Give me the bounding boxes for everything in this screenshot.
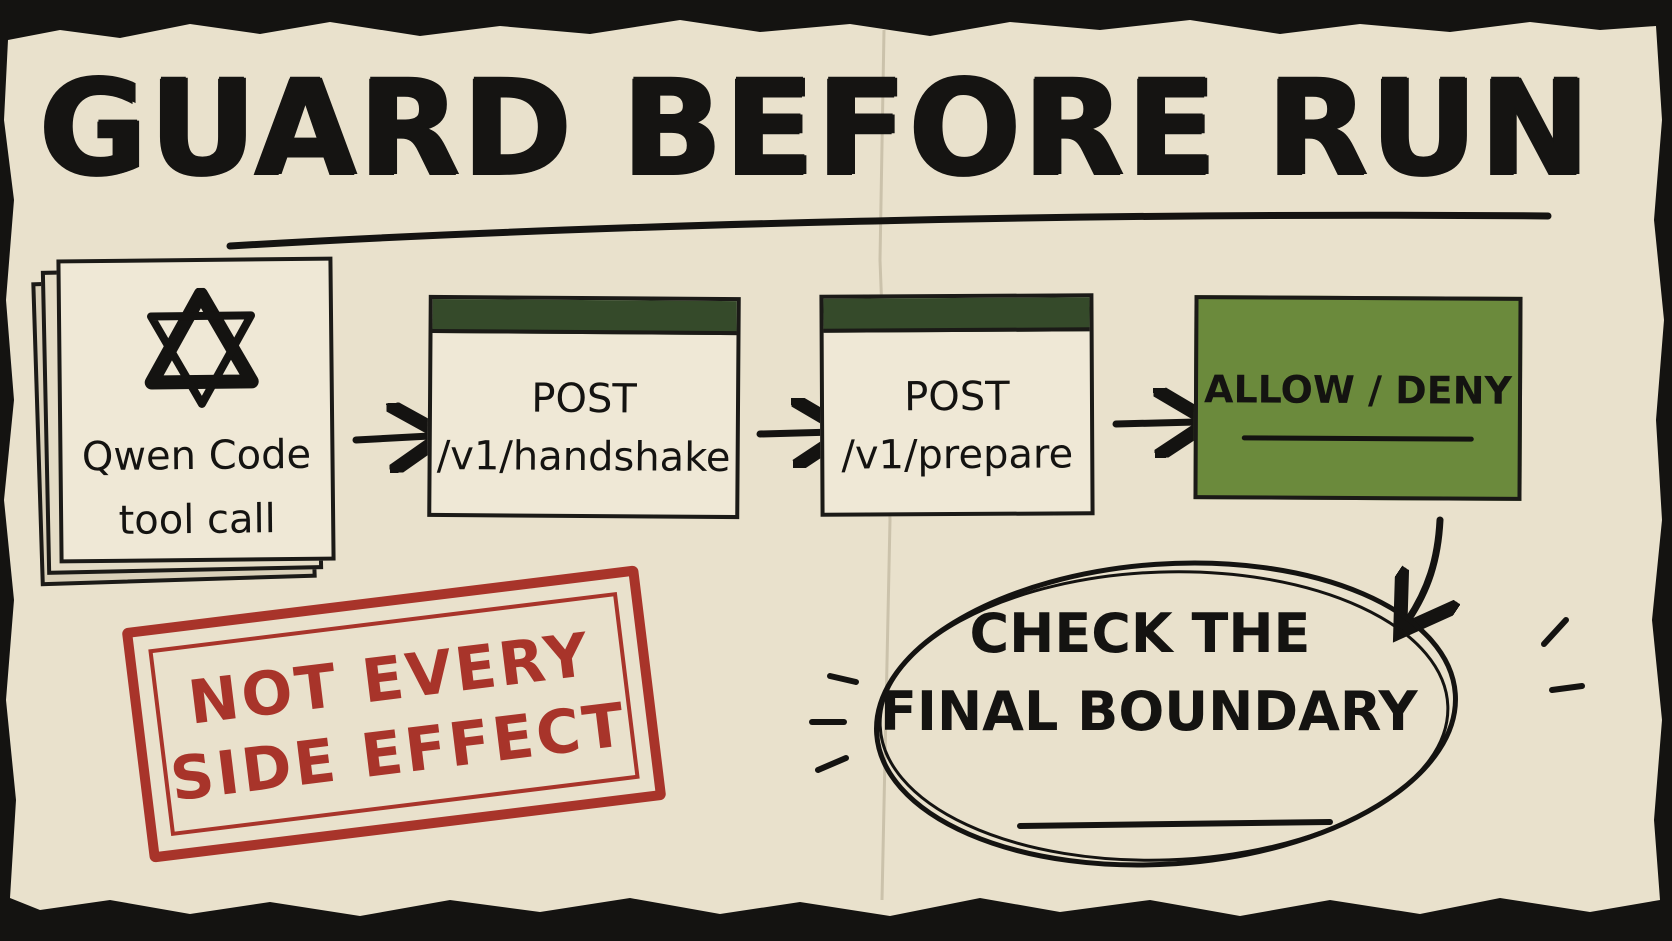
emphasis-marks bbox=[809, 617, 1585, 773]
step-label-method: POST bbox=[531, 375, 637, 423]
step-prepare-window: POST /v1/prepare bbox=[819, 293, 1095, 517]
arrow-1 bbox=[352, 436, 430, 440]
step-label-line2: tool call bbox=[118, 496, 276, 544]
step-label-method: POST bbox=[904, 373, 1010, 421]
window-title-bar bbox=[432, 298, 737, 336]
final-boundary-callout: CHECK THE FINAL BOUNDARY bbox=[880, 596, 1418, 776]
callout-underline bbox=[1017, 819, 1333, 829]
step-handshake-window: POST /v1/handshake bbox=[427, 294, 741, 520]
window-title-bar bbox=[823, 297, 1090, 333]
step-label-line1: Qwen Code bbox=[81, 431, 312, 481]
step-allow-deny: ALLOW / DENY bbox=[1193, 295, 1523, 501]
callout-line2: FINAL BOUNDARY bbox=[880, 680, 1418, 743]
arrow-3 bbox=[1112, 422, 1196, 424]
arrow-down bbox=[1408, 516, 1440, 620]
step-label: POST /v1/prepare bbox=[824, 367, 1091, 484]
step-label-endpoint: /v1/handshake bbox=[436, 432, 731, 482]
step-label: POST /v1/handshake bbox=[431, 369, 736, 487]
page-title: GUARD BEFORE RUN bbox=[38, 51, 1592, 205]
step-label: Qwen Code tool call bbox=[62, 423, 331, 554]
title-underline bbox=[226, 211, 1552, 250]
callout-line1: CHECK THE bbox=[969, 602, 1311, 665]
decision-underline bbox=[1241, 435, 1474, 442]
step-qwen-tool-call: Qwen Code tool call bbox=[56, 256, 336, 564]
decision-label: ALLOW / DENY bbox=[1203, 367, 1513, 413]
step-label-endpoint: /v1/prepare bbox=[841, 431, 1074, 479]
qwen-logo-icon bbox=[144, 287, 259, 408]
callout-ellipse bbox=[874, 560, 1458, 868]
